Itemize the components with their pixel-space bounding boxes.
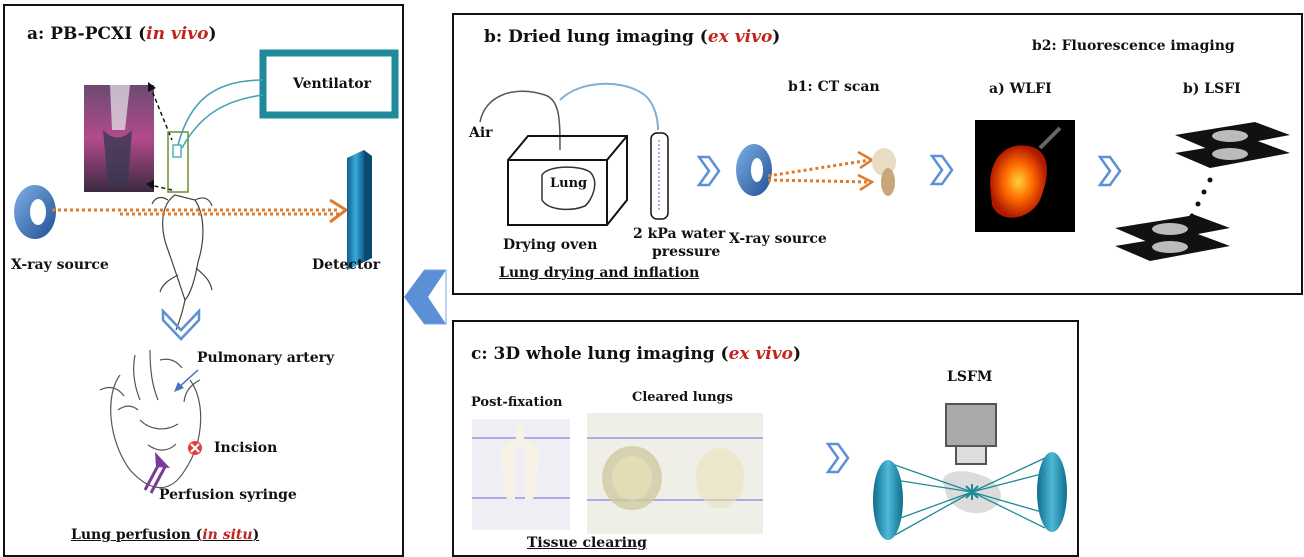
connector-arrow [404,270,446,324]
panel-b-title: b: Dried lung imaging (ex vivo) [484,27,781,47]
rat-drawing [151,194,213,331]
water-pressure-label-2: pressure [652,244,721,260]
pulmonary-artery-label: Pulmonary artery [197,350,335,366]
air-label: Air [469,125,493,141]
b1-title: b1: CT scan [788,79,880,95]
cleared-lungs-label: Cleared lungs [632,390,733,405]
wlfi-label: a) WLFI [989,81,1052,97]
incision-label: Incision [214,440,278,456]
detector-label: Detector [312,257,381,273]
lsfm-setup [873,403,1067,540]
xray-source-label-a: X-ray source [11,257,109,273]
incision-icon [188,441,202,455]
lsfi-stack [1115,122,1290,261]
lung-drying-caption: Lung drying and inflation [499,265,700,281]
lsfm-label: LSFM [947,369,993,385]
panel-a-title: a: PB-PCXI (in vivo) [27,24,217,44]
lung-label: Lung [550,176,588,191]
dried-lung-sample [872,148,896,196]
lsfi-label: b) LSFI [1183,81,1241,97]
lung-perfusion-caption: Lung perfusion (in situ) [71,527,260,543]
cleared-lungs-photo [587,413,763,534]
panel-c-title: c: 3D whole lung imaging (ex vivo) [471,344,802,364]
water-pressure-label-1: 2 kPa water [633,226,726,242]
perfusion-syringe-label: Perfusion syringe [159,487,297,503]
post-fixation-photo [472,419,570,530]
tissue-clearing-caption: Tissue clearing [527,535,647,551]
post-fixation-label: Post-fixation [471,395,563,410]
ventilator-box [259,49,399,119]
xray-source-label-b: X-ray source [729,231,827,247]
detector-plate [347,150,364,270]
b2-title: b2: Fluorescence imaging [1032,38,1235,54]
animal-photo [84,85,154,192]
drying-oven [507,135,628,226]
ventilator-label: Ventilator [293,76,372,92]
heart-drawing [99,349,202,489]
drying-oven-label: Drying oven [503,237,598,253]
perfusion-syringe-arrow [143,452,170,494]
